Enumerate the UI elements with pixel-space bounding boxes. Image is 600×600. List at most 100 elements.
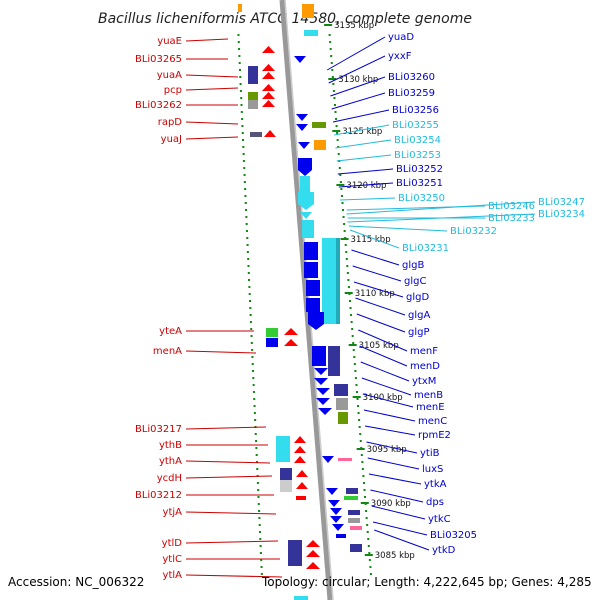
gene-block <box>348 518 360 523</box>
reverse-gene-leader <box>185 350 257 354</box>
tick-dot-left <box>259 545 262 547</box>
tick-dot-right <box>366 531 369 533</box>
tick-dot-right <box>355 391 358 393</box>
forward-gene-leader <box>372 521 428 536</box>
gene-block <box>314 140 326 150</box>
forward-gene-label: dps <box>426 497 444 508</box>
gene-arrow-forward <box>296 124 308 131</box>
reverse-gene-leader <box>185 574 283 578</box>
gene-block <box>276 436 290 462</box>
forward-gene-leader <box>328 55 386 84</box>
gene-arrow-forward <box>314 368 328 375</box>
reverse-gene-leader <box>185 460 271 464</box>
forward-gene-leader <box>374 529 430 551</box>
forward-gene-label: menD <box>410 361 440 372</box>
tick-dot-right <box>349 307 352 309</box>
kbp-tick-label: 3090 kbp <box>371 499 411 509</box>
forward-gene-leader <box>371 505 426 520</box>
tick-dot-left <box>244 188 247 190</box>
forward-gene-label: BLi03255 <box>392 120 439 131</box>
gene-arrow-forward <box>316 388 330 395</box>
tick-dot-left <box>247 265 250 267</box>
tick-dot-left <box>243 181 246 183</box>
tick-dot-left <box>242 153 245 155</box>
tick-dot-right <box>367 545 370 547</box>
tick-dot-right <box>355 384 358 386</box>
tick-dot-left <box>237 41 240 43</box>
forward-gene-label: menF <box>410 346 438 357</box>
kbp-tick-label: 3110 kbp <box>355 289 395 299</box>
tick-dot-right <box>344 244 347 246</box>
tick-dot-left <box>245 216 248 218</box>
reverse-gene-label: BLi03265 <box>135 54 182 65</box>
gene-block <box>312 122 326 128</box>
reverse-gene-leader <box>185 87 239 91</box>
gene-arrow-reverse <box>284 328 298 335</box>
forward-gene-leader <box>361 377 412 396</box>
reverse-gene-label: ycdH <box>157 473 182 484</box>
tick-dot-right <box>353 363 356 365</box>
tick-dot-left <box>253 412 256 414</box>
tick-dot-left <box>248 293 251 295</box>
forward-gene-label: yxxF <box>388 51 412 62</box>
tick-dot-left <box>237 34 240 36</box>
forward-gene-leader <box>370 489 424 503</box>
forward-gene-label: ytkC <box>428 514 451 525</box>
tick-dot-right <box>333 97 336 99</box>
tick-dot-left <box>258 510 261 512</box>
reverse-gene-label: ytlD <box>162 538 183 549</box>
tick-dot-left <box>239 83 242 85</box>
gene-block <box>306 298 320 312</box>
tick-dot-left <box>239 76 242 78</box>
forward-gene-leader <box>362 393 414 408</box>
gene-block <box>238 4 242 12</box>
gene-block <box>336 398 348 410</box>
tick-dot-left <box>260 573 263 575</box>
tick-dot-left <box>247 258 250 260</box>
kbp-tick-label: 3100 kbp <box>363 393 403 403</box>
tick-dot-left <box>245 209 248 211</box>
tick-dot-left <box>259 538 262 540</box>
tick-dot-right <box>346 272 349 274</box>
gene-block <box>328 346 340 376</box>
forward-gene-leader <box>363 409 416 422</box>
reverse-gene-label: ytlA <box>163 570 183 581</box>
forward-gene-label: glgP <box>408 327 430 338</box>
gene-arrow-reverse <box>294 446 306 453</box>
tick-dot-left <box>253 398 256 400</box>
gene-block <box>348 510 360 515</box>
tick-dot-left <box>260 559 263 561</box>
tick-dot-right <box>354 370 357 372</box>
forward-gene-leader <box>355 297 406 316</box>
forward-gene-label: rpmE2 <box>418 430 451 441</box>
tick-dot-right <box>328 34 331 36</box>
tick-dot-right <box>357 412 360 414</box>
tick-dot-left <box>240 111 243 113</box>
forward-gene-label: glgA <box>408 310 430 321</box>
tick-dot-right <box>350 314 353 316</box>
tick-dot-right <box>351 328 354 330</box>
forward-gene-leader <box>351 249 400 266</box>
forward-gene-label: luxS <box>422 464 443 475</box>
tick-dot-right <box>368 559 371 561</box>
tick-dot-left <box>238 55 241 57</box>
forward-gene-leader <box>366 441 418 454</box>
gene-block <box>304 242 318 260</box>
tick-dot-left <box>258 524 261 526</box>
tick-dot-right <box>329 41 332 43</box>
tick-dot-left <box>242 160 245 162</box>
tick-dot-left <box>256 482 259 484</box>
gene-arrow-reverse <box>262 64 275 71</box>
gene-arrow-reverse <box>262 100 275 107</box>
forward-gene-leader <box>330 76 386 97</box>
tick-dot-left <box>257 503 260 505</box>
gene-arrow-forward <box>318 408 332 415</box>
tick-dot-left <box>259 552 262 554</box>
gene-block <box>350 544 362 552</box>
tick-dot-right <box>369 573 372 575</box>
tick-dot-left <box>250 342 253 344</box>
tick-dot-right <box>332 90 335 92</box>
tick-dot-left <box>246 237 249 239</box>
tick-dot-left <box>255 440 258 442</box>
